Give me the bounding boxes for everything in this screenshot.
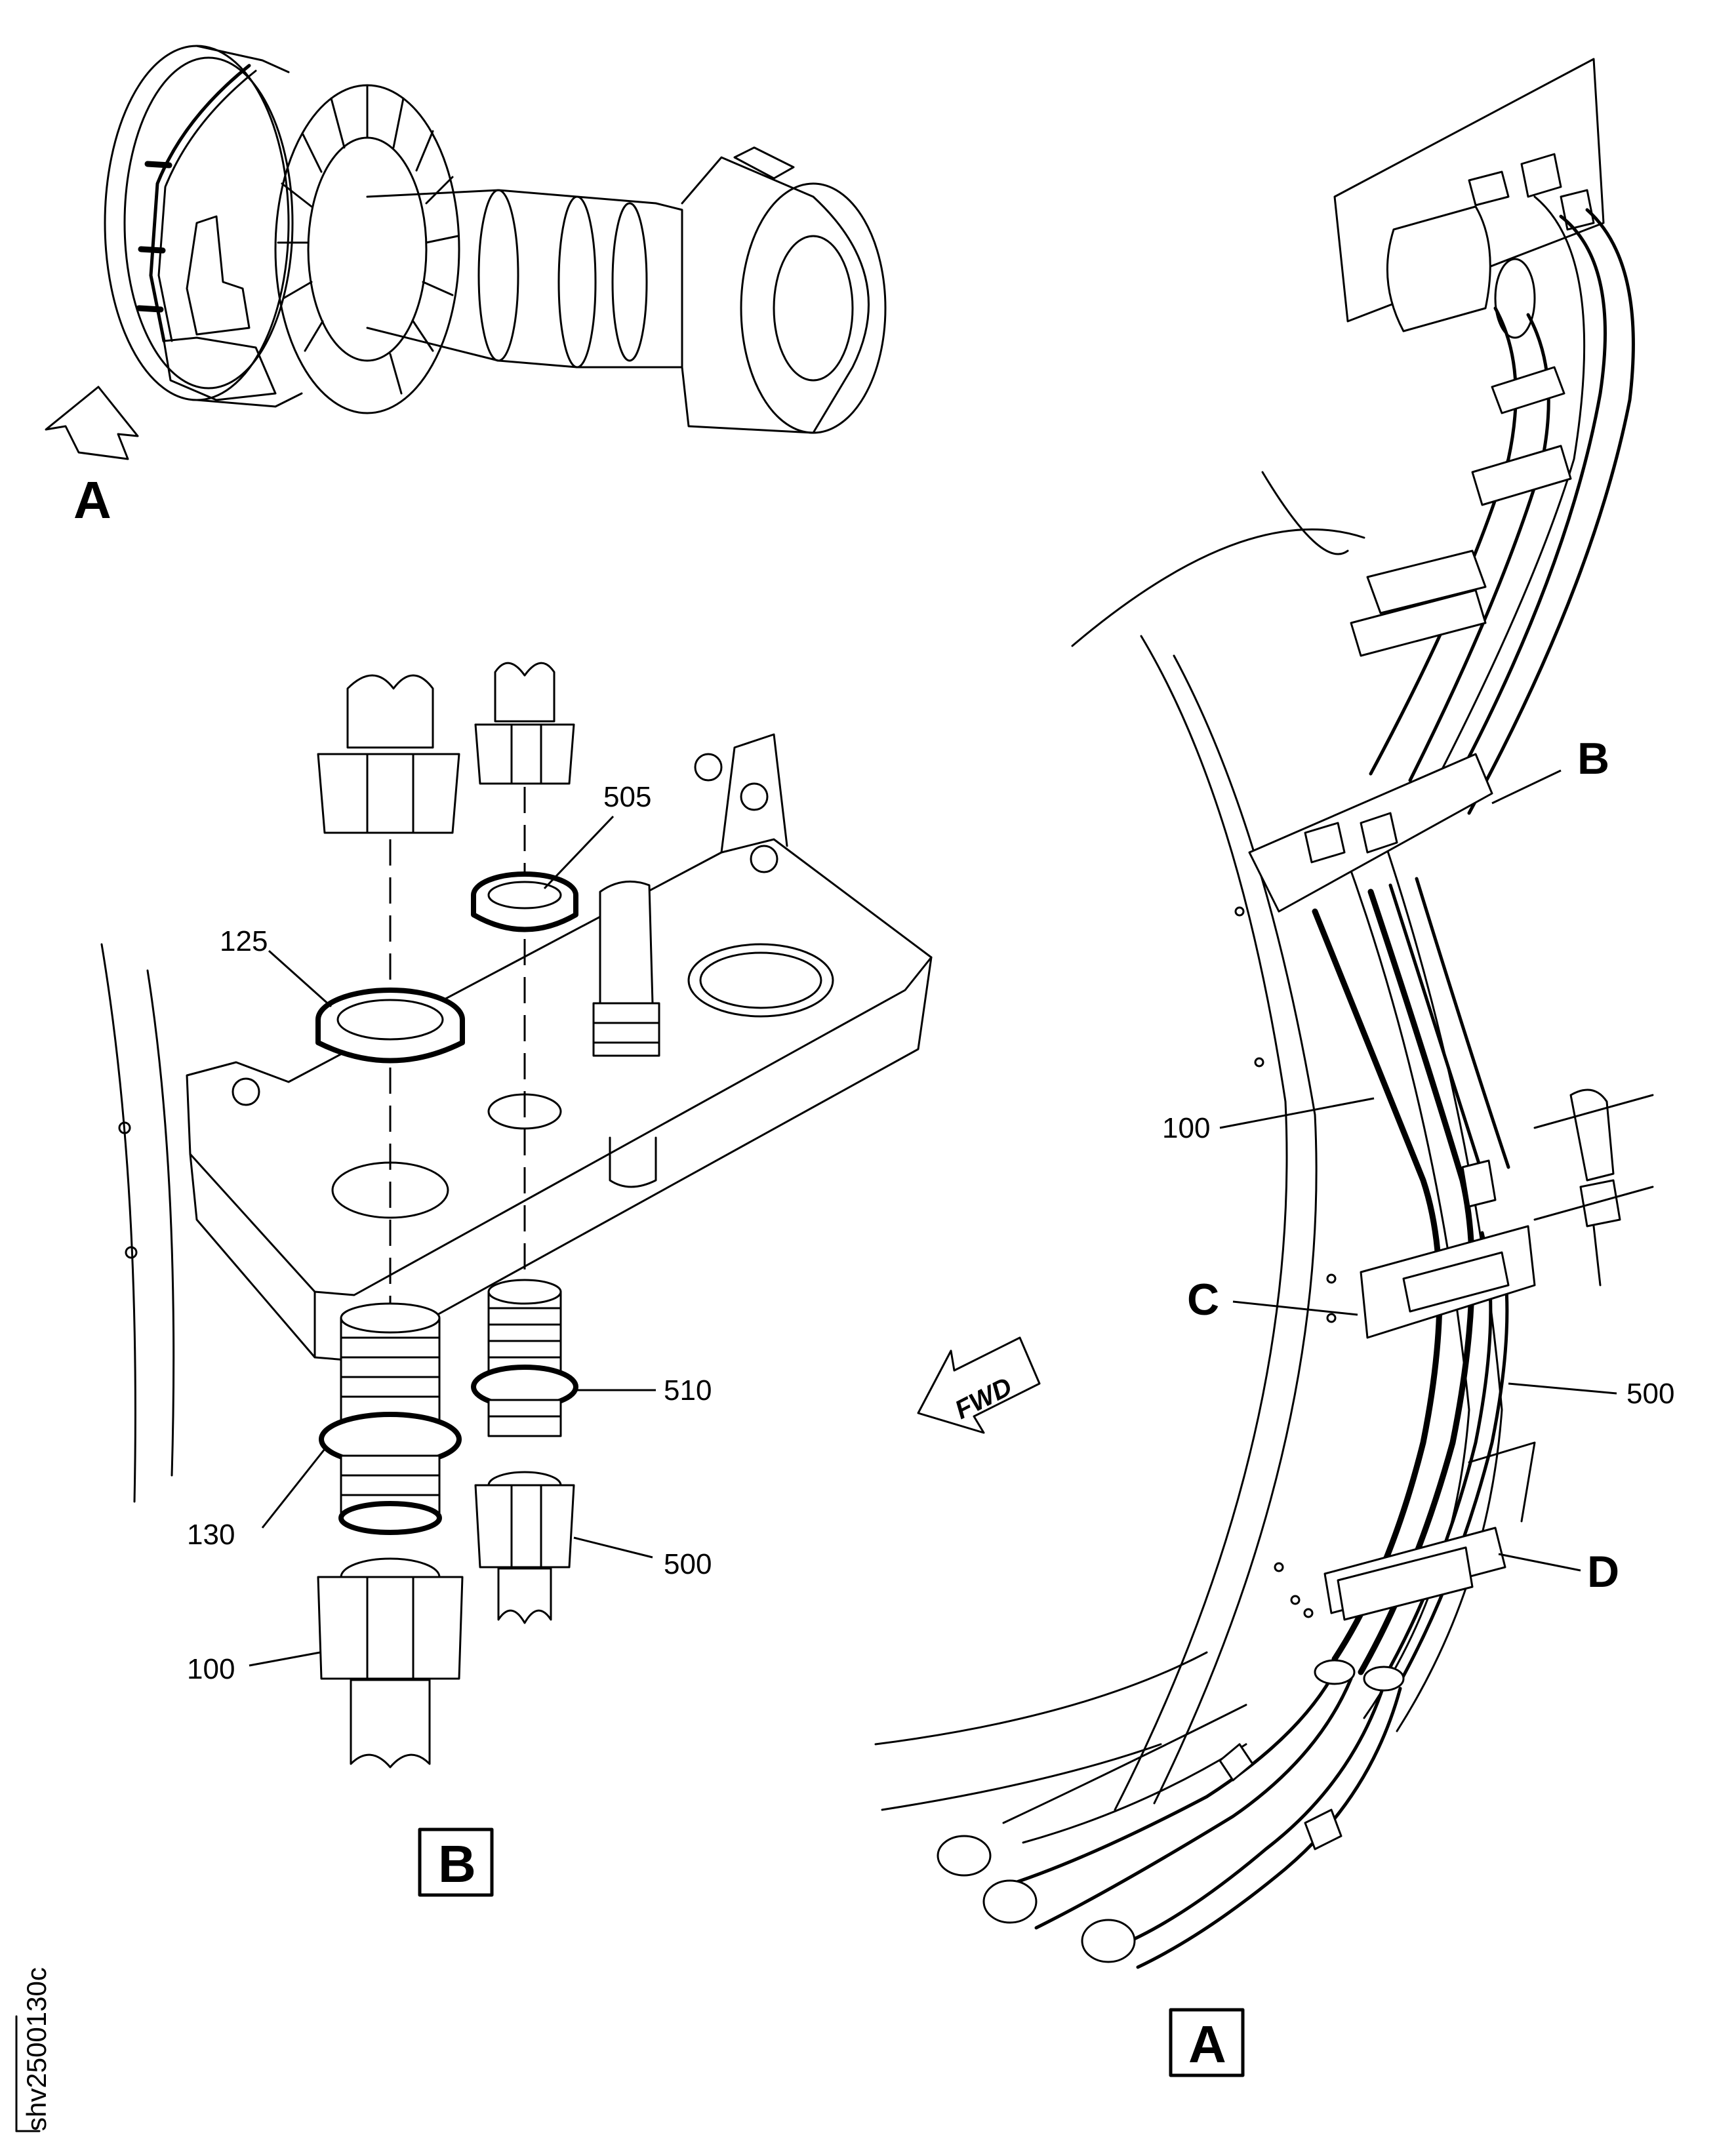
nut-505 [471, 871, 578, 932]
tube-nut-500 [474, 1471, 575, 1624]
fwd-arrow-icon [917, 1336, 1041, 1434]
union-510 [471, 1279, 578, 1437]
detail-a-title: A [1188, 2015, 1226, 2073]
union-130 [319, 1302, 462, 1535]
callout-125: 125 [220, 925, 268, 957]
callout-clamp-d: D [1587, 1547, 1619, 1597]
tube-nut-100 [317, 1557, 464, 1768]
figure-id-block: shv2500130c [15, 1967, 52, 2132]
callout-505: 505 [603, 781, 651, 813]
view-arrow-icon [45, 386, 139, 460]
callout-100-detail-a: 100 [1162, 1112, 1210, 1144]
figure-id: shv2500130c [21, 1967, 52, 2131]
engine-locator-view: A [45, 45, 887, 529]
detail-a-title-box [1169, 2008, 1245, 2077]
detail-a-view: B 100 C 500 D A [874, 58, 1674, 2077]
callout-500-detail-a: 500 [1626, 1378, 1674, 1410]
callout-510: 510 [664, 1374, 712, 1407]
nut-125 [315, 988, 465, 1064]
callout-100-detail-b: 100 [187, 1653, 235, 1685]
forward-direction-arrow: FWD [917, 1336, 1041, 1434]
detail-b-view: 505 125 510 130 500 100 B [100, 662, 933, 1897]
callout-clamp-c: C [1187, 1275, 1219, 1325]
callout-130: 130 [187, 1519, 235, 1551]
detail-b-title: B [438, 1835, 476, 1893]
detail-b-title-box [418, 1827, 494, 1897]
callout-500-detail-b: 500 [664, 1548, 712, 1580]
view-a-arrow-label: A [73, 471, 111, 529]
callout-clamp-b: B [1577, 734, 1609, 784]
